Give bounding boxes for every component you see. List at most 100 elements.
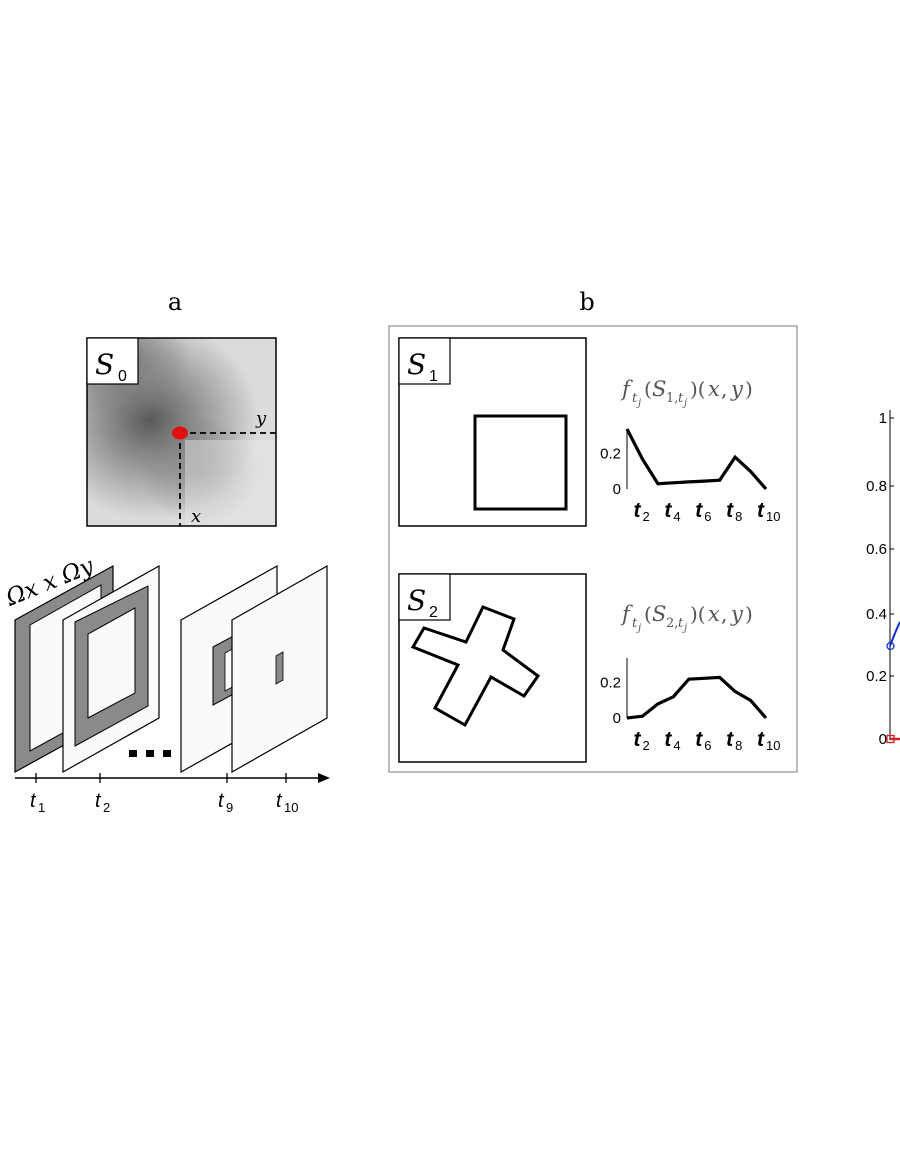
svg-text:1: 1 (38, 800, 45, 815)
svg-text:f: f (620, 602, 633, 626)
plot1-xtick-sub: 2 (642, 509, 649, 524)
cross-shape (410, 605, 541, 728)
panel-c-ytick-label: 1 (879, 410, 887, 427)
svg-text:S: S (652, 602, 666, 626)
location-marker (172, 426, 188, 440)
svg-text:j: j (636, 623, 641, 634)
plot2-xtick-label: t (757, 728, 765, 751)
svg-text:j: j (682, 623, 687, 634)
plot1-xtick-sub: 4 (673, 509, 680, 524)
shape-box-s1: S 1 (398, 337, 587, 527)
plot1-ytick-label: 0.2 (600, 446, 621, 463)
axis-y-label: y (255, 408, 267, 429)
svg-text:9: 9 (226, 800, 233, 815)
plot1-xtick-label: t (633, 499, 641, 522)
plot2-xtick-sub: 2 (642, 738, 649, 753)
s2-label-main: S (407, 584, 426, 617)
map-label-main: S (95, 348, 114, 381)
s2-label-sub: 2 (429, 604, 438, 621)
plot1-title: f t j ( S 1, t j )( x , y ) (620, 377, 753, 409)
svg-text:)(: )( (690, 377, 706, 401)
svg-text:)(: )( (690, 602, 706, 626)
panel-c-ytick-label: 0 (879, 731, 887, 748)
svg-text:2: 2 (103, 800, 110, 815)
map-label-box: S 0 (86, 337, 139, 385)
svg-text:t: t (95, 790, 102, 812)
svg-text:,: , (721, 377, 727, 401)
svg-text:t: t (678, 616, 684, 631)
plot1-series-line (625, 428, 768, 491)
svg-text:y: y (730, 377, 744, 401)
panel-c-ytick-label: 0.2 (866, 668, 887, 685)
blue-curve (889, 621, 900, 647)
panel-b-frame (388, 325, 798, 773)
plot1-xtick-label: t (757, 499, 765, 522)
plot1-xtick-sub: 8 (735, 509, 742, 524)
svg-text:2,: 2, (666, 616, 678, 631)
shape-box-s2: S 2 (398, 573, 587, 763)
svg-text:,: , (721, 602, 727, 626)
s1-label-main: S (407, 348, 426, 381)
plot2-xtick-sub: 4 (673, 738, 680, 753)
heatmap-s0 (86, 337, 277, 527)
svg-text:f: f (620, 377, 633, 401)
svg-text:1,: 1, (666, 391, 678, 406)
panel-c: 1 0.8 0.6 0.4 0.2 0 (866, 410, 900, 748)
square-shape (473, 414, 568, 511)
time-tick-t2: t 2 (95, 790, 110, 815)
svg-text:t: t (632, 616, 638, 631)
plot2-ytick-label: 0.2 (600, 675, 621, 692)
plot2-xtick-sub: 6 (704, 738, 711, 753)
svg-text:x: x (708, 377, 720, 401)
plot1-xtick-label: t (664, 499, 672, 522)
svg-text:x: x (708, 602, 720, 626)
plot2-xtick-label: t (633, 728, 641, 751)
blue-marker (886, 641, 895, 651)
axis-x-label: x (191, 506, 201, 527)
plot1-xtick-sub: 10 (766, 509, 780, 524)
svg-text:t: t (632, 391, 638, 406)
ellipsis-dots (129, 750, 171, 757)
svg-text:y: y (730, 602, 744, 626)
time-tick-t10: t 10 (276, 790, 298, 815)
svg-text:j: j (636, 398, 641, 409)
panel-b-label: b (579, 288, 594, 316)
plot2-xtick-sub: 8 (735, 738, 742, 753)
frame-t10 (231, 564, 328, 774)
svg-text:t: t (218, 790, 225, 812)
frame-t2 (62, 564, 160, 774)
plot2-xtick-label: t (695, 728, 703, 751)
plot1-ytick-label: 0 (613, 481, 621, 498)
svg-text:j: j (682, 398, 687, 409)
plot2-title: f t j ( S 2, t j )( x , y ) (620, 602, 753, 634)
panel-c-ytick-label: 0.6 (866, 541, 887, 558)
plot1-xtick-sub: 6 (704, 509, 711, 524)
svg-text:t: t (276, 790, 283, 812)
s1-label-sub: 1 (429, 368, 438, 385)
plot2-xtick-label: t (664, 728, 672, 751)
svg-text:): ) (745, 602, 753, 626)
panel-a-label: a (168, 288, 182, 316)
svg-text:(: ( (644, 377, 652, 401)
map-label-sub: 0 (118, 368, 127, 385)
svg-text:t: t (30, 790, 37, 812)
svg-text:): ) (745, 377, 753, 401)
time-tick-t1: t 1 (30, 790, 45, 815)
plot2-xtick-label: t (726, 728, 734, 751)
frame-stack (14, 564, 328, 774)
svg-text:t: t (678, 391, 684, 406)
time-axis (15, 773, 330, 783)
svg-text:10: 10 (284, 800, 298, 815)
plot1-xtick-label: t (695, 499, 703, 522)
panel-c-ytick-label: 0.4 (866, 606, 887, 623)
plot2-xtick-sub: 10 (766, 738, 780, 753)
red-marker (886, 734, 895, 744)
plot1-xtick-label: t (726, 499, 734, 522)
panel-c-ytick-label: 0.8 (866, 478, 887, 495)
plot2-series-line (626, 675, 768, 720)
svg-text:(: ( (644, 602, 652, 626)
plot2-ytick-label: 0 (613, 710, 621, 727)
